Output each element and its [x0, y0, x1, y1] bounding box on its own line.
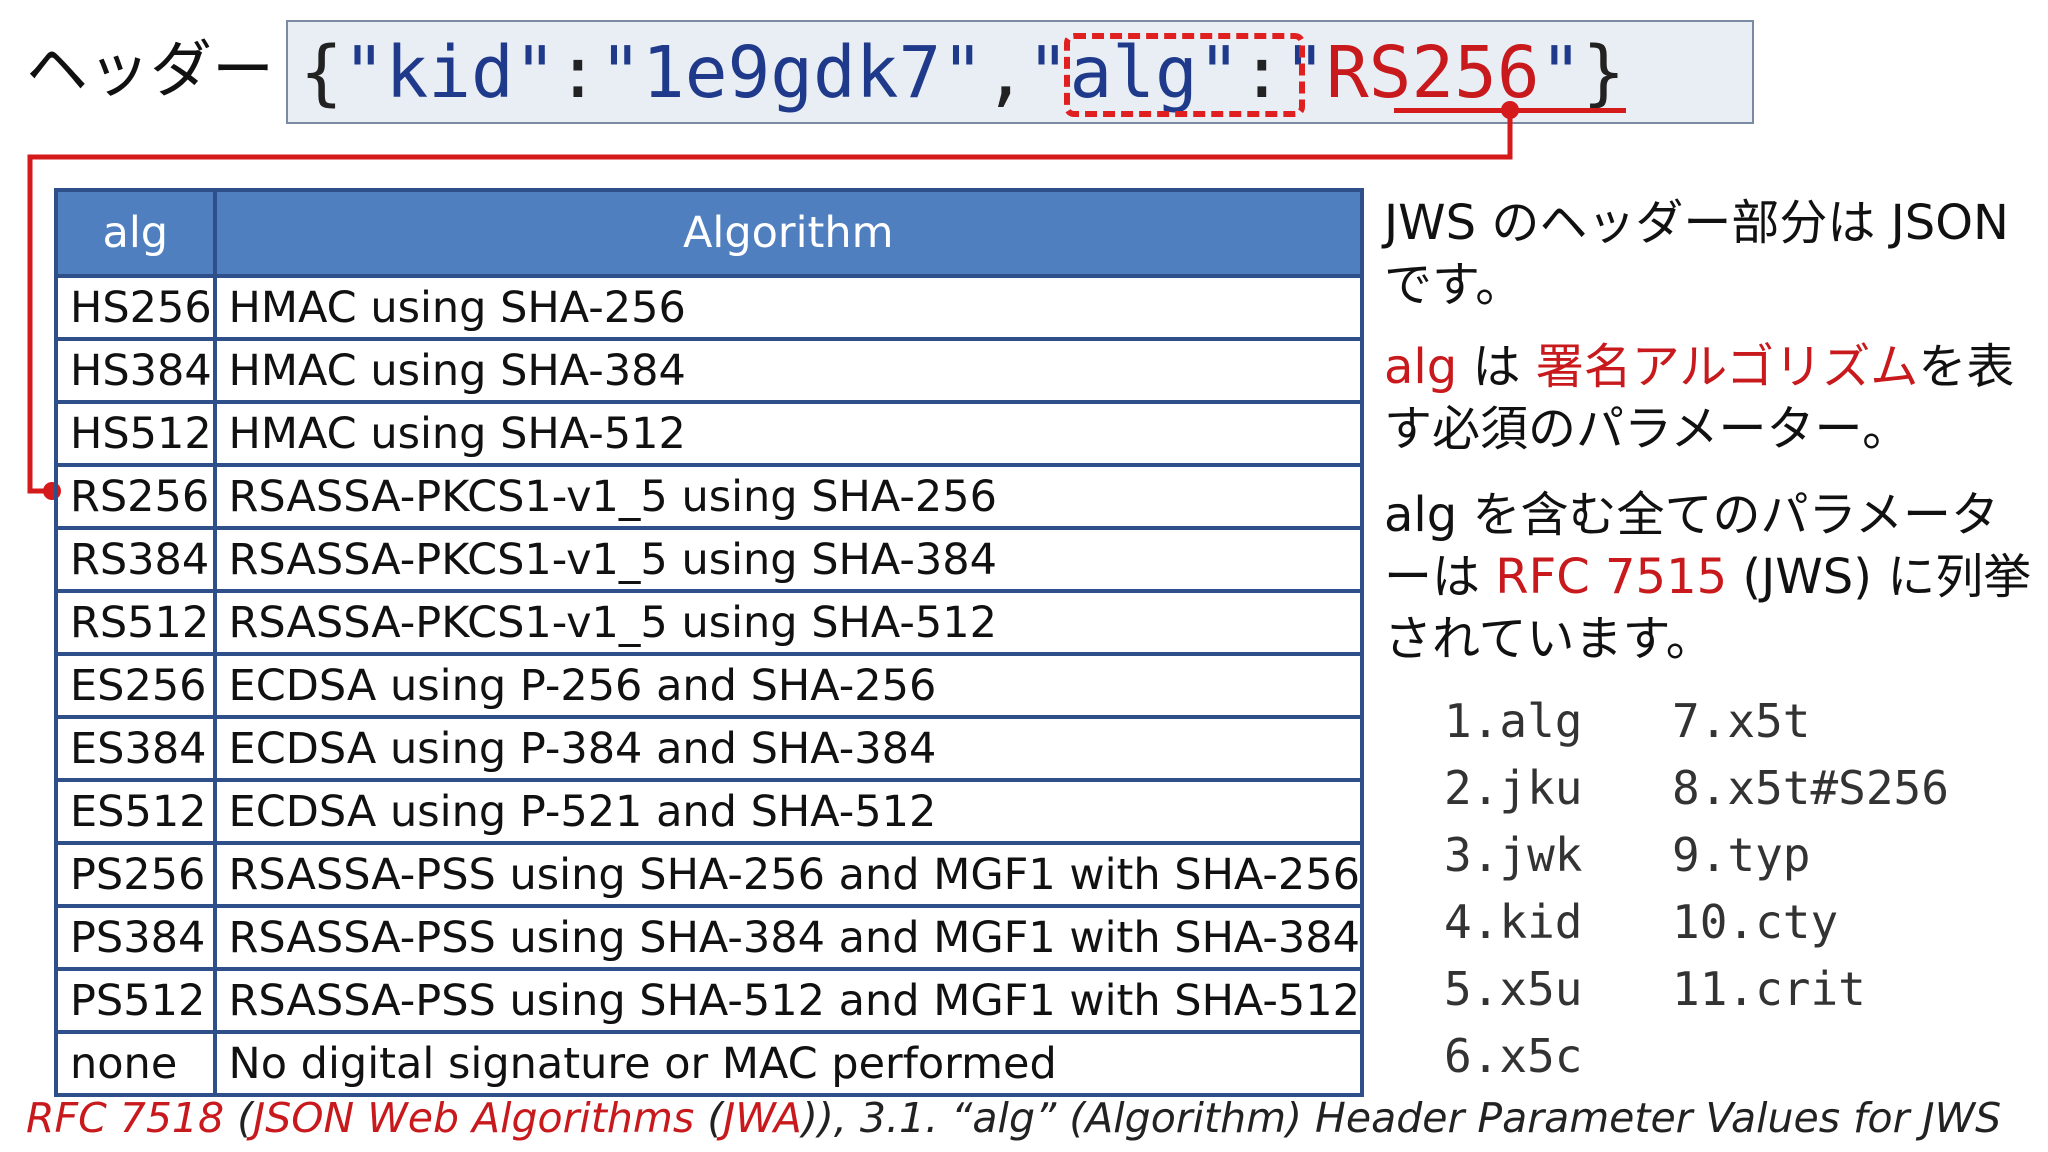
- code-alg-key: "alg": [1026, 31, 1241, 114]
- side-text: alg を含む全てのパラメーターは: [1384, 487, 2000, 605]
- algorithm-cell: RSASSA-PKCS1-v1_5 using SHA-256: [212, 463, 1365, 530]
- side-text: を表す必須のパラメーター。: [1384, 339, 2015, 457]
- algorithm-cell: RSASSA-PSS using SHA-256 and MGF1 with S…: [212, 841, 1365, 908]
- algorithm-cell: ECDSA using P-521 and SHA-512: [212, 778, 1365, 845]
- param-item: 6.x5c: [1444, 1029, 1583, 1083]
- param-list-col2: 7.x5t 8.x5t#S256 9.typ 10.cty 11.crit: [1672, 688, 1949, 1023]
- footer-text: (: [694, 1094, 724, 1142]
- footer-text: )), 3.1. “alg” (Algorithm) Header Parame…: [801, 1094, 2002, 1142]
- alg-cell: PS384: [54, 904, 217, 971]
- jws-header-code-box: {"kid":"1e9gdk7","alg":"RS256"}: [286, 20, 1754, 124]
- param-item: 4.kid: [1444, 895, 1583, 949]
- algorithm-cell: No digital signature or MAC performed: [212, 1030, 1365, 1097]
- table-header-row: alg Algorithm: [54, 188, 1365, 278]
- param-item: 7.x5t: [1672, 694, 1811, 748]
- param-item: 1.alg: [1444, 694, 1583, 748]
- algorithm-cell: HMAC using SHA-512: [212, 400, 1365, 467]
- algorithm-cell: RSASSA-PKCS1-v1_5 using SHA-384: [212, 526, 1365, 593]
- algorithm-cell: ECDSA using P-384 and SHA-384: [212, 715, 1365, 782]
- param-item: 10.cty: [1672, 895, 1839, 949]
- footer-rfc: RFC 7518: [26, 1094, 225, 1142]
- side-note-params: alg を含む全てのパラメーターは RFC 7515 (JWS) に列挙されてい…: [1384, 484, 2034, 670]
- jws-header-code: {"kid":"1e9gdk7","alg":"RS256"}: [300, 30, 1625, 116]
- alg-cell: ES256: [54, 652, 217, 719]
- side-text: (JWS) に列挙されています。: [1384, 549, 2032, 667]
- alg-cell: PS256: [54, 841, 217, 908]
- code-alg-value: RS256: [1325, 31, 1540, 114]
- param-item: 11.crit: [1672, 962, 1866, 1016]
- footer-jwa-title: JSON Web Algorithms: [253, 1094, 695, 1142]
- column-header-algorithm: Algorithm: [212, 188, 1365, 278]
- footer-jwa: JWA: [723, 1094, 802, 1142]
- param-item: 3.jwk: [1444, 828, 1583, 882]
- alg-cell: RS256: [54, 463, 217, 530]
- column-header-alg: alg: [54, 188, 217, 278]
- algorithm-cell: HMAC using SHA-384: [212, 337, 1365, 404]
- code-colon: :: [1240, 31, 1284, 114]
- side-text: は: [1457, 339, 1536, 395]
- code-comma: ,: [983, 31, 1027, 114]
- algorithm-cell: RSASSA-PSS using SHA-384 and MGF1 with S…: [212, 904, 1365, 971]
- alg-cell: ES384: [54, 715, 217, 782]
- param-item: 5.x5u: [1444, 962, 1583, 1016]
- param-item: 8.x5t#S256: [1672, 761, 1949, 815]
- side-note-alg: alg は 署名アルゴリズムを表す必須のパラメーター。: [1384, 336, 2034, 460]
- rfc-7515-ref: RFC 7515: [1495, 549, 1728, 605]
- footer-citation: RFC 7518 (JSON Web Algorithms (JWA)), 3.…: [26, 1090, 2036, 1146]
- alg-key-highlight: [1064, 33, 1305, 117]
- connector-path: [27, 110, 1513, 494]
- code-kid-key: "kid": [342, 31, 557, 114]
- code-close-brace: }: [1582, 31, 1626, 114]
- algorithm-cell: ECDSA using P-256 and SHA-256: [212, 652, 1365, 719]
- algorithm-cell: RSASSA-PKCS1-v1_5 using SHA-512: [212, 589, 1365, 656]
- footer-text: (: [224, 1094, 254, 1142]
- alg-cell: RS384: [54, 526, 217, 593]
- alg-cell: HS384: [54, 337, 217, 404]
- alg-cell: none: [54, 1030, 217, 1097]
- alg-cell: HS512: [54, 400, 217, 467]
- code-kid-value: "1e9gdk7": [599, 31, 984, 114]
- algorithm-cell: RSASSA-PSS using SHA-512 and MGF1 with S…: [212, 967, 1365, 1034]
- side-note-json: JWS のヘッダー部分は JSON です。: [1384, 195, 2009, 313]
- header-label: ヘッダー: [26, 33, 275, 106]
- alg-cell: RS512: [54, 589, 217, 656]
- param-list-col1: 1.alg 2.jku 3.jwk 4.kid 5.x5u 6.x5c: [1444, 688, 1582, 1090]
- alg-term: alg: [1384, 339, 1458, 395]
- algorithm-cell: HMAC using SHA-256: [212, 274, 1365, 341]
- connector-dot-top: [1501, 101, 1519, 119]
- param-item: 9.typ: [1672, 828, 1811, 882]
- param-item: 2.jku: [1444, 761, 1583, 815]
- alg-cell: HS256: [54, 274, 217, 341]
- alg-cell: PS512: [54, 967, 217, 1034]
- code-quote: ": [1539, 31, 1583, 114]
- code-colon: :: [556, 31, 600, 114]
- code-open-brace: {: [300, 31, 343, 114]
- alg-cell: ES512: [54, 778, 217, 845]
- signature-algorithm-term: 署名アルゴリズム: [1535, 339, 1919, 395]
